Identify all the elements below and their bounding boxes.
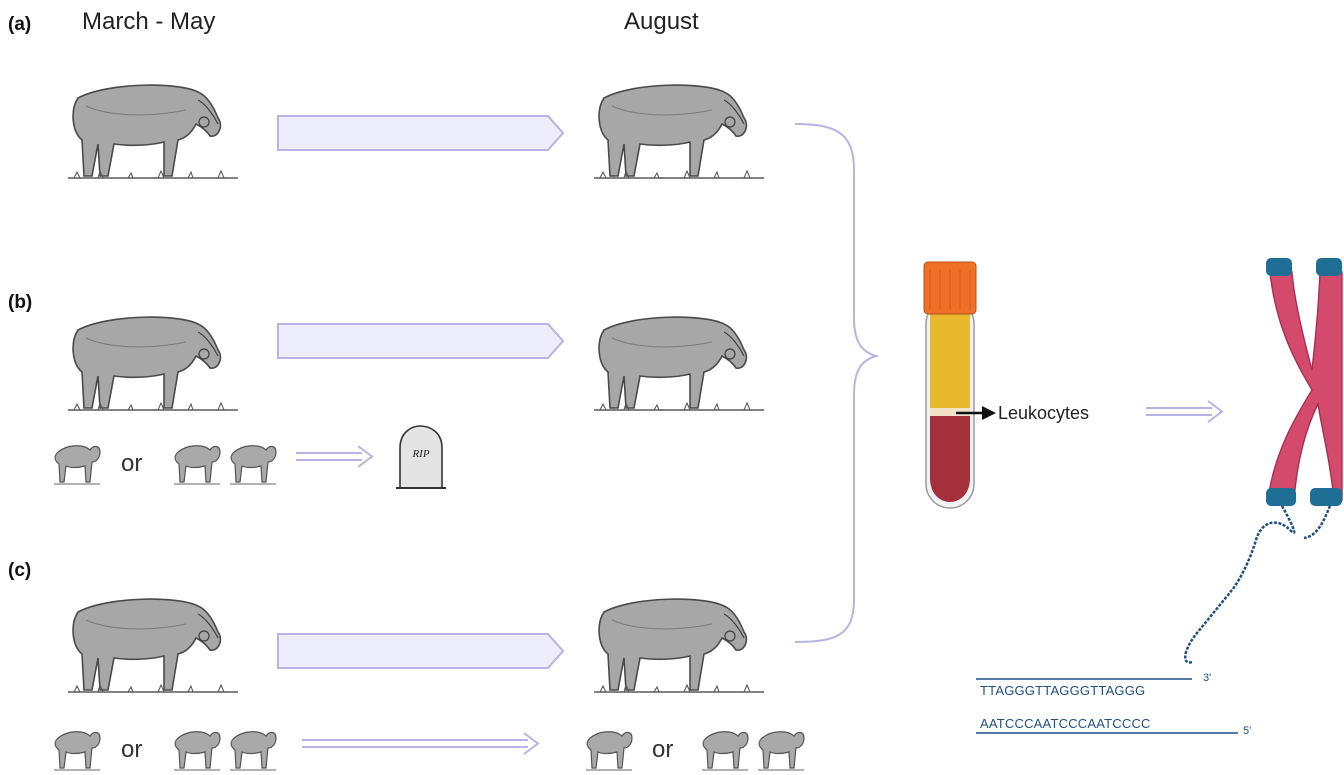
blood-layer	[930, 416, 970, 502]
plasma-layer	[930, 312, 970, 408]
telomere-cap-bottom-left	[1266, 488, 1296, 506]
lamb-b-single	[53, 445, 101, 485]
lamb-b-twin-1	[173, 445, 221, 485]
header-march-may: March - May	[82, 8, 216, 35]
ewe-a-spring	[67, 84, 239, 179]
lamb-c-single-august	[585, 731, 633, 771]
ewe-c-spring	[67, 598, 239, 693]
telomere-5prime-label: 5'	[1243, 725, 1252, 737]
ewe-b-spring	[67, 316, 239, 411]
double-arrow-b	[296, 445, 374, 468]
telomere-bottom-strand: AATCCCAATCCCAATCCCC	[980, 716, 1151, 731]
gravestone-text: RIP	[411, 448, 429, 460]
buffy-coat	[930, 408, 970, 416]
telomere-3prime-label: 3'	[1203, 672, 1212, 684]
chromosome-icon	[1266, 258, 1343, 506]
block-arrow-b	[277, 323, 564, 359]
lamb-c-twin-2-august	[757, 731, 805, 771]
block-arrow-a	[277, 115, 564, 151]
telomere-cap-top-right	[1316, 258, 1342, 276]
blood-tube	[923, 261, 996, 509]
double-arrow-chromosome	[1146, 400, 1224, 423]
lamb-b-twin-2	[229, 445, 277, 485]
telomere-cap-top-left	[1266, 258, 1292, 276]
panel-label-b: (b)	[8, 292, 33, 313]
or-label-c-left: or	[121, 736, 143, 763]
header-august: August	[624, 8, 699, 35]
lamb-c-single-spring	[53, 731, 101, 771]
telomere-cap-bottom-right	[1310, 488, 1342, 506]
lamb-c-twin-2-spring	[229, 731, 277, 771]
panel-label-c: (c)	[8, 560, 32, 581]
telomere-top-strand: TTAGGGTTAGGGTTAGGG	[980, 683, 1146, 698]
ewe-a-august	[593, 84, 765, 179]
or-label-c-right: or	[652, 736, 674, 763]
gravestone-icon: RIP	[396, 425, 446, 489]
lamb-c-twin-1-spring	[173, 731, 221, 771]
ewe-c-august	[593, 598, 765, 693]
leukocytes-label: Leukocytes	[998, 403, 1090, 423]
lamb-c-twin-1-august	[701, 731, 749, 771]
grouping-bracket	[794, 123, 880, 643]
block-arrow-c	[277, 633, 564, 669]
double-arrow-c	[302, 732, 540, 755]
panel-label-a: (a)	[8, 14, 32, 35]
ewe-b-august	[593, 316, 765, 411]
dna-strand	[1184, 505, 1332, 664]
or-label-b: or	[121, 450, 143, 477]
